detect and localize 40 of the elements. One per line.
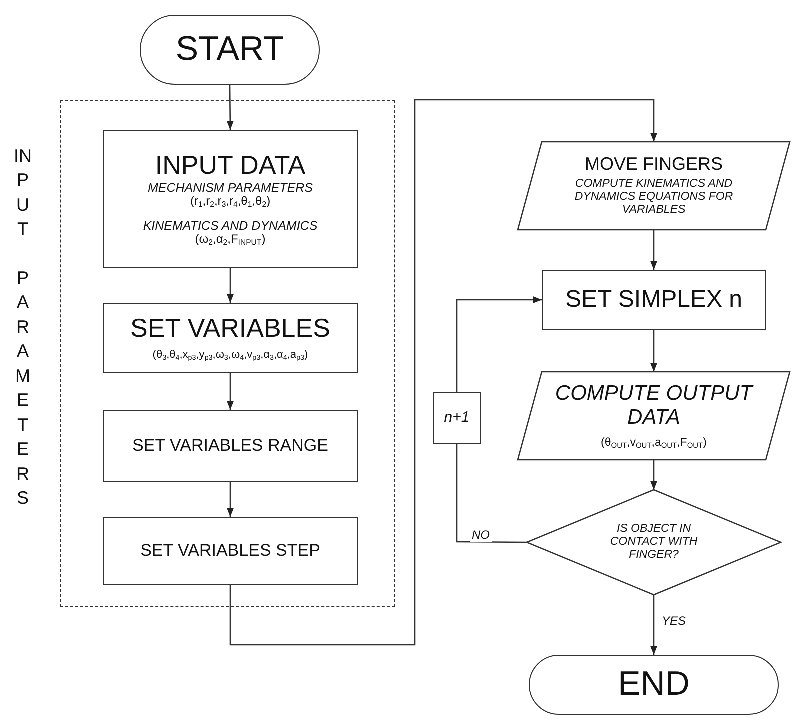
io-parallelogram [518,142,790,230]
process-box [103,303,358,373]
arrow [226,373,234,410]
process-box [103,130,358,268]
arrow [230,99,658,646]
step-subtitle: COMPUTE KINEMATICS AND DYNAMICS EQUATIONS FOR VARIABLES [574,178,734,218]
process-box [103,517,358,585]
terminal-label: END [618,665,690,705]
arrow [456,296,542,392]
arrow [226,268,234,303]
increment-box [433,392,481,444]
step-subtitle: MECHANISM PARAMETERS [148,180,314,196]
step-subtitle: KINEMATICS AND DYNAMICS [143,218,318,234]
step-title: COMPUTE OUTPUT DATA [554,382,755,431]
step-title: SET VARIABLES [130,314,330,344]
arrow [650,595,658,655]
terminal-label: START [176,30,284,70]
arrow [650,230,658,270]
step-title: SET VARIABLES RANGE [132,436,328,456]
formula: (r$_{1}$,r$_{2}$,r$_{3}$,r$_{4}$,θ$_{1}$,θ$_{2}$) [190,195,271,209]
step-title: INPUT DATA [155,150,306,181]
counter-label: n+1 [444,409,470,427]
arrow [650,330,658,372]
edge-label: NO [470,528,492,542]
arrow [650,460,658,490]
io-parallelogram [518,372,790,460]
decision-question: IS OBJECT IN CONTACT WITH FINGER? [609,522,699,562]
formula: (θ$_{3}$,θ$_{4}$,x$_{p3}$,y$_{p3}$,ω$_{3}$,ω$_{4}$,v$_{p3}$,α$_{3}$,α$_{4}$,a$_{p3}$) [152,349,308,362]
arrow [226,482,234,517]
formula: (θ$_{OUT}$,v$_{OUT}$,a$_{OUT}$,F$_{OUT}$) [601,436,707,450]
edge-label: YES [660,614,688,628]
formula: (ω$_{2}$,α$_{2}$,F$_{INPUT}$) [195,233,266,248]
group-title: INPUT PARAMETERS [14,145,32,510]
arrow [226,85,234,130]
step-title: SET VARIABLES STEP [140,541,320,561]
decision-diamond [527,490,781,595]
process-box [103,410,358,482]
process-box [542,270,766,330]
step-title: MOVE FINGERS [584,154,723,176]
step-title: SET SIMPLEX n [566,286,742,314]
